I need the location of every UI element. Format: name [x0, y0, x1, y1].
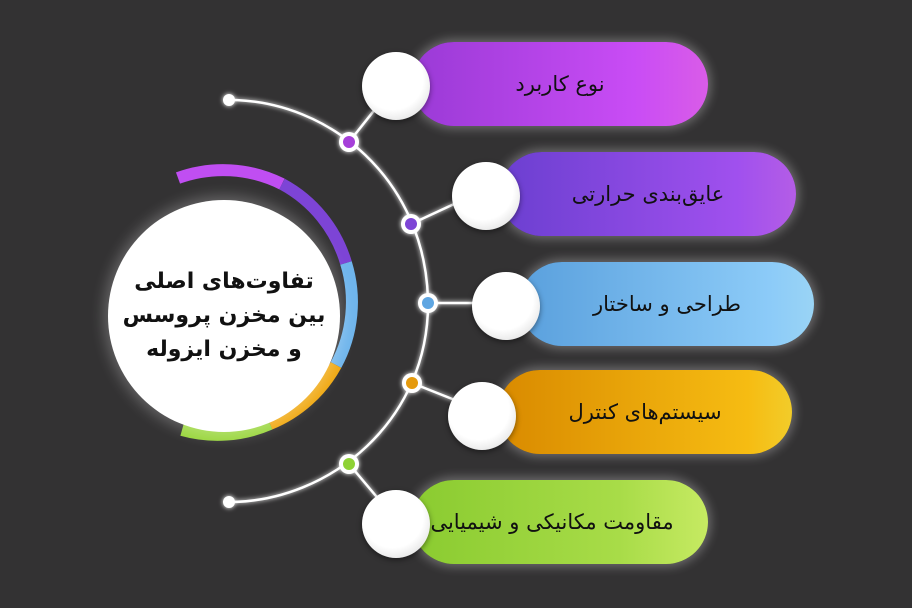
item-label: عایق‌بندی حرارتی — [571, 182, 725, 206]
item-usage-type: نوع کاربرد — [412, 42, 708, 126]
center-title: تفاوت‌های اصلی بین مخزن پروسس و مخزن ایز… — [123, 265, 326, 367]
item-label: سیستم‌های کنترل — [568, 400, 722, 424]
center-ring — [175, 164, 358, 441]
item-knob — [448, 382, 516, 450]
item-thermal-insulation: عایق‌بندی حرارتی — [500, 152, 796, 236]
item-label: نوع کاربرد — [515, 72, 605, 96]
item-knob — [452, 162, 520, 230]
item-label: طراحی و ساختار — [593, 292, 741, 316]
item-control-systems: سیستم‌های کنترل — [498, 370, 792, 454]
center-title-circle: تفاوت‌های اصلی بین مخزن پروسس و مخزن ایز… — [108, 200, 340, 432]
item-knob — [362, 490, 430, 558]
center-title-line-2: بین مخزن پروسس — [122, 303, 326, 328]
item-design-structure: طراحی و ساختار — [520, 262, 814, 346]
item-label: مقاومت مکانیکی و شیمیایی — [430, 510, 674, 534]
center-title-line-3: و مخزن ایزوله — [146, 337, 302, 362]
item-mechanical-chemical-resistance: مقاومت مکانیکی و شیمیایی — [412, 480, 708, 564]
center-title-line-1: تفاوت‌های اصلی — [134, 269, 314, 294]
item-knob — [362, 52, 430, 120]
item-knob — [472, 272, 540, 340]
